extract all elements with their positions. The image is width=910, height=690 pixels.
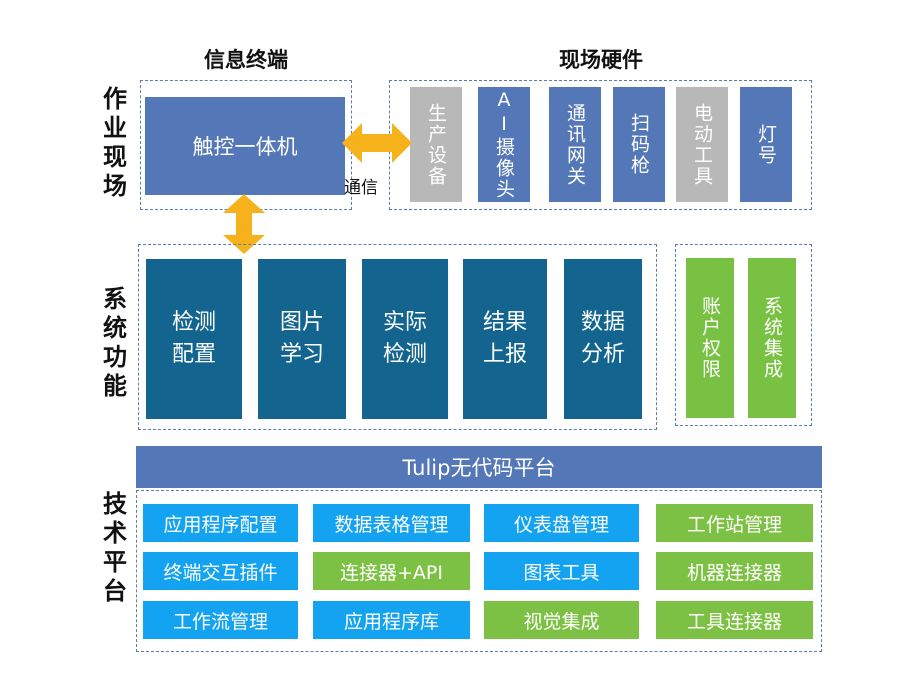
tech-label: 视觉集成	[523, 610, 600, 633]
tech-label: 图表工具	[523, 561, 600, 584]
hardware-item-camera: AI摄像头	[478, 87, 530, 202]
function-system-integration: 系统集成	[748, 258, 796, 418]
side-function-frame	[675, 244, 812, 426]
tech-label: 终端交互插件	[163, 561, 278, 584]
double-arrow-vertical-icon	[223, 194, 265, 254]
function-detect-config: 检测 配置	[146, 259, 242, 419]
tech-workflow-management: 工作流管理	[143, 601, 298, 639]
tech-app-config: 应用程序配置	[143, 504, 298, 542]
function-label: 账户权限	[699, 296, 721, 380]
tech-table-management: 数据表格管理	[313, 504, 470, 542]
tech-label: 仪表盘管理	[513, 513, 609, 536]
tech-terminal-plugin: 终端交互插件	[143, 552, 298, 590]
tech-vision-integration: 视觉集成	[484, 601, 639, 639]
tech-label: 工具连接器	[686, 610, 782, 633]
tech-dashboard-management: 仪表盘管理	[484, 504, 639, 542]
tech-chart-tool: 图表工具	[484, 552, 639, 590]
function-label: 数据 分析	[580, 310, 625, 367]
function-label: 结果 上报	[482, 310, 527, 367]
hardware-item-label: 扫码枪	[628, 113, 650, 176]
function-account-permission: 账户权限	[686, 258, 734, 418]
row-label-function: 系统功能	[103, 285, 127, 400]
function-label: 图片 学习	[279, 310, 324, 367]
row-label-tech: 技术平台	[103, 490, 127, 605]
tech-label: 连接器+API	[340, 561, 443, 584]
function-label: 实际 检测	[382, 310, 427, 367]
platform-banner: Tulip无代码平台	[136, 446, 822, 488]
terminal-title: 信息终端	[204, 48, 288, 72]
tech-label: 工作站管理	[686, 513, 782, 536]
hardware-title: 现场硬件	[559, 48, 643, 72]
function-label: 系统集成	[761, 296, 783, 380]
double-arrow-horizontal-icon	[342, 123, 412, 163]
tech-label: 数据表格管理	[334, 513, 449, 536]
hardware-item-production: 生产设备	[410, 87, 462, 202]
tech-connector-api: 连接器+API	[313, 552, 470, 590]
hardware-item-label: 通讯网关	[564, 102, 586, 187]
connection-label: 通信	[344, 178, 378, 198]
tech-label: 应用程序库	[343, 610, 439, 633]
hardware-item-light: 灯号	[740, 87, 792, 202]
platform-banner-label: Tulip无代码平台	[402, 456, 556, 480]
hardware-item-label: AI摄像头	[493, 89, 515, 200]
tech-label: 机器连接器	[686, 561, 782, 584]
hardware-item-label: 电动工具	[691, 102, 713, 187]
tech-machine-connector: 机器连接器	[656, 552, 813, 590]
function-image-learning: 图片 学习	[258, 259, 346, 419]
tech-tool-connector: 工具连接器	[656, 601, 813, 639]
function-actual-detect: 实际 检测	[362, 259, 448, 419]
platform-frame	[136, 490, 822, 652]
hardware-item-label: 灯号	[755, 123, 777, 166]
tech-station-management: 工作站管理	[656, 504, 813, 542]
row-label-field: 作业现场	[103, 85, 127, 200]
touch-panel-box: 触控一体机	[145, 97, 345, 195]
hardware-item-gateway: 通讯网关	[549, 87, 601, 202]
tech-label: 应用程序配置	[163, 513, 278, 536]
function-frame	[138, 244, 657, 430]
tech-label: 工作流管理	[172, 610, 268, 633]
hardware-item-label: 生产设备	[425, 102, 447, 187]
touch-panel-label: 触控一体机	[192, 135, 298, 159]
hardware-item-power-tool: 电动工具	[676, 87, 728, 202]
hardware-item-scanner: 扫码枪	[613, 87, 665, 202]
function-data-analysis: 数据 分析	[564, 259, 642, 419]
tech-app-library: 应用程序库	[313, 601, 470, 639]
function-label: 检测 配置	[171, 310, 216, 367]
function-result-report: 结果 上报	[463, 259, 547, 419]
